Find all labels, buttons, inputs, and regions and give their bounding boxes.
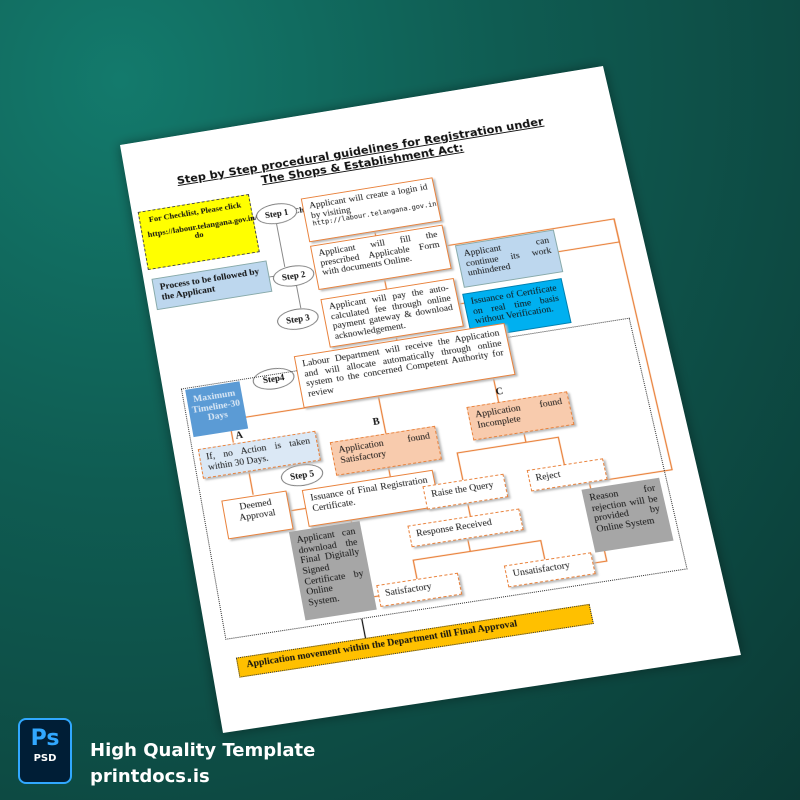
site-name: printdocs.is	[90, 766, 210, 787]
timeline-badge: Maximum Timeline-30 Days	[185, 381, 248, 437]
headline: High Quality Template	[90, 740, 315, 761]
photoshop-icon-text: Ps	[20, 726, 70, 751]
branch-b-label: B	[372, 416, 381, 428]
psd-label: PSD	[20, 753, 70, 764]
rejection-reason-note: Reason for rejection will be provided by…	[581, 478, 673, 553]
photoshop-icon: Ps PSD	[18, 718, 72, 784]
document-page: Step by Step procedural guidelines for R…	[120, 66, 741, 733]
